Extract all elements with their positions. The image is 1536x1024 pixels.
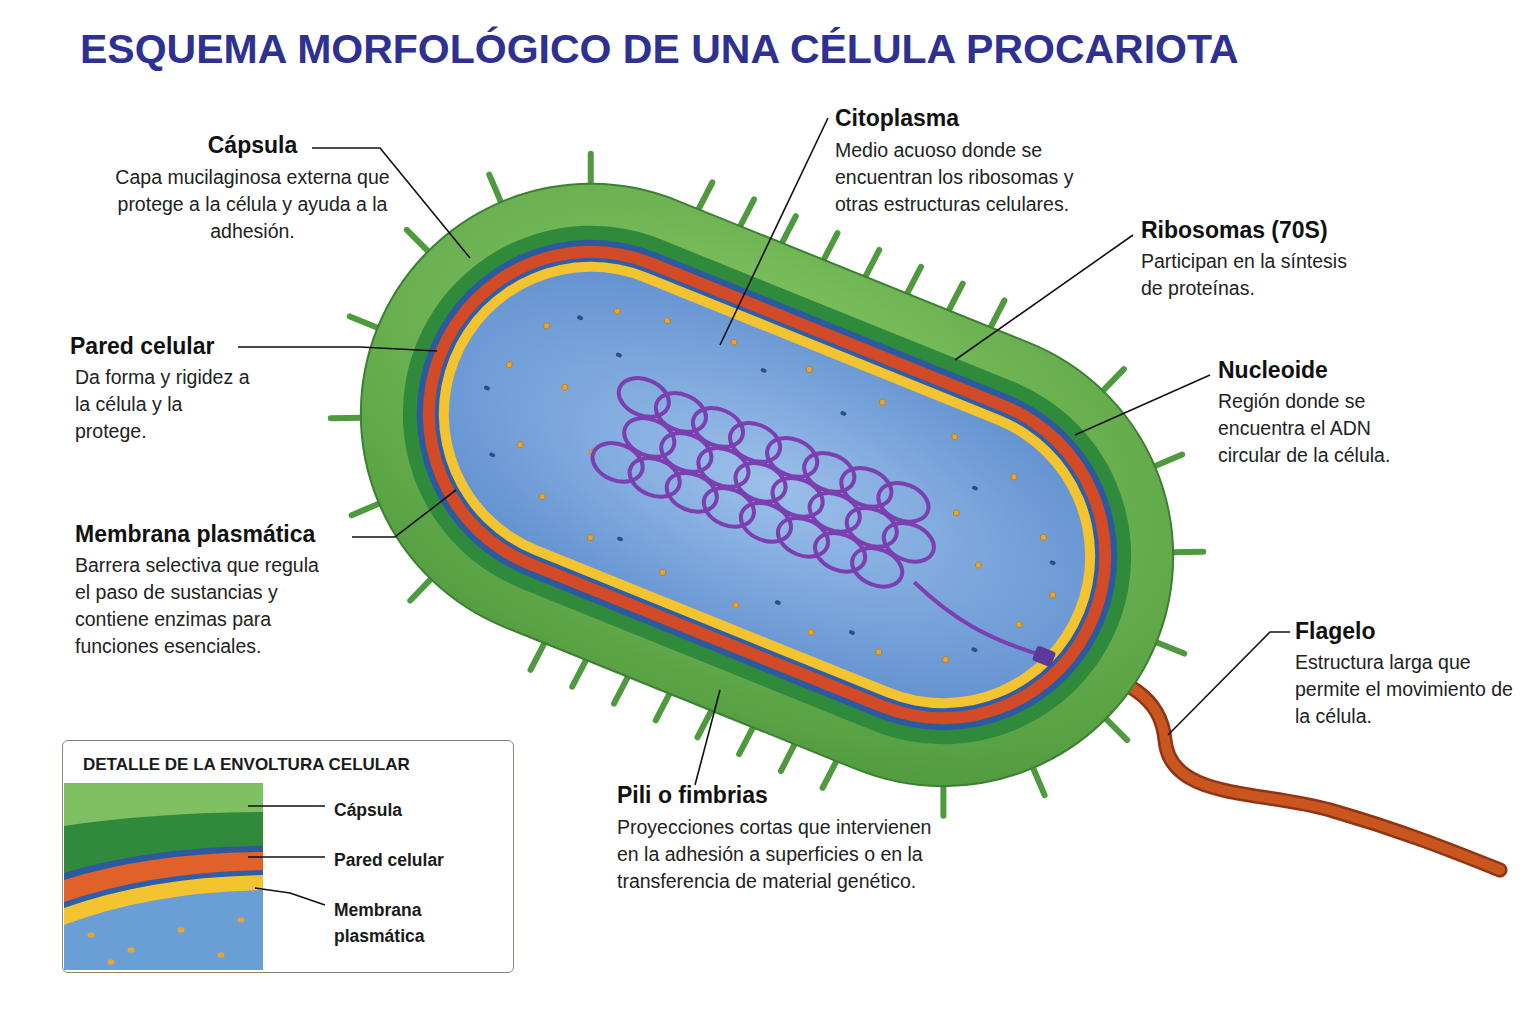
detail-box: DETALLE DE LA ENVOLTURA CELULAR CápsulaPa…: [62, 740, 514, 973]
callout-heading: Ribosomas (70S): [1141, 216, 1401, 244]
cytoplasm-band: [64, 783, 263, 970]
leader-lines: [238, 118, 1290, 785]
flagellum-hook: [1032, 645, 1057, 667]
callout-text: Proyecciones cortas que intervienen en l…: [617, 814, 937, 895]
cell-wall-band: [64, 783, 263, 902]
membrane-band: [64, 783, 263, 925]
band-label: Membrana plasmática: [334, 897, 459, 950]
callout-text: Participan en la síntesis de proteínas.: [1141, 248, 1356, 302]
leader-line: [248, 805, 325, 807]
band-label: Cápsula: [334, 797, 494, 823]
callout-text: Barrera selectiva que regula el paso de …: [75, 552, 325, 660]
wall-band: [64, 783, 263, 880]
callout-heading: Pared celular: [70, 332, 330, 360]
wall-layer: [388, 211, 1146, 760]
ribosomes: [454, 261, 1101, 718]
leader-line: [255, 888, 325, 905]
ribosome-dots: [90, 920, 242, 962]
nucleoid-dna: [585, 371, 1081, 657]
envelope-bands: [64, 783, 263, 970]
leader-line: [352, 490, 456, 537]
band-label: Pared celular: [334, 847, 494, 873]
callout-heading: Membrana plasmática: [75, 520, 375, 548]
wall-band: [64, 783, 263, 873]
leader-line: [1075, 375, 1210, 435]
leader-line: [1168, 632, 1290, 735]
wall-band: [64, 783, 263, 908]
callout-text: Medio acuoso donde se encuentran los rib…: [835, 137, 1090, 218]
callout-heading: Pili o fimbrias: [617, 781, 937, 809]
callout-text: Da forma y rigidez a la célula y la prot…: [75, 364, 250, 445]
callout-heading: Cápsula: [110, 131, 395, 159]
inset-leaders: [248, 806, 325, 905]
leader-line: [955, 235, 1133, 360]
callout-heading: Nucleoide: [1218, 356, 1478, 384]
callout-text: Estructura larga que permite el movimien…: [1295, 649, 1520, 730]
capsule-band: [64, 783, 263, 826]
leader-line: [238, 347, 437, 351]
cell-wall-outer: [346, 169, 1188, 801]
leader-line: [695, 690, 720, 785]
diagram-title: ESQUEMA MORFOLÓGICO DE UNA CÉLULA PROCAR…: [80, 26, 1239, 73]
leader-line: [248, 856, 325, 858]
callout-heading: Citoplasma: [835, 104, 1095, 132]
plasma-membrane: [393, 216, 1141, 754]
cell-wall: [372, 195, 1162, 775]
box-heading: DETALLE DE LA ENVOLTURA CELULAR: [83, 752, 503, 778]
callout-text: Capa mucilaginosa externa que protege a …: [110, 164, 395, 245]
leader-line: [720, 118, 828, 345]
wall-layer: [364, 187, 1169, 782]
callout-text: Región donde se encuentra el ADN circula…: [1218, 388, 1433, 469]
cytoplasm: [406, 229, 1128, 741]
callout-heading: Flagelo: [1295, 617, 1525, 645]
